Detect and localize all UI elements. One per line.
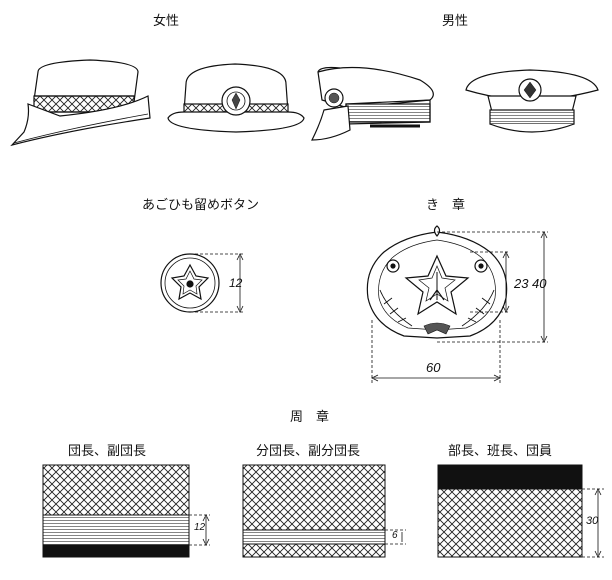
dim-band-left: 12 <box>194 522 206 533</box>
heading-male: 男性 <box>442 14 469 29</box>
dim-badge-height: 40 <box>532 276 547 291</box>
female-cap-side <box>10 59 151 147</box>
heading-chin-strap-button: あごひも留めボタン <box>142 198 260 213</box>
heading-badge: き 章 <box>426 198 466 213</box>
band-3-drawing <box>437 464 604 558</box>
band-3-title: 部長、班長、団員 <box>448 444 553 459</box>
heading-female: 女性 <box>153 14 180 29</box>
dim-band-middle: 6 <box>392 530 398 541</box>
band-1-title: 団長、副団長 <box>68 444 147 459</box>
male-cap-front <box>465 69 599 133</box>
dim-badge-inner: 23 <box>514 276 529 291</box>
band-1-drawing <box>42 464 210 558</box>
dim-badge-width: 60 <box>426 360 441 375</box>
dim-band-right: 30 <box>586 515 599 527</box>
band-2-title: 分団長、副分団長 <box>256 444 361 459</box>
badge-drawing <box>366 225 548 384</box>
heading-band: 周 章 <box>290 410 330 425</box>
chin-strap-button-drawing <box>160 253 244 313</box>
female-cap-front <box>167 63 305 133</box>
band-2-drawing <box>242 464 406 558</box>
male-cap-side <box>311 66 434 141</box>
dim-button-height: 12 <box>229 276 243 290</box>
